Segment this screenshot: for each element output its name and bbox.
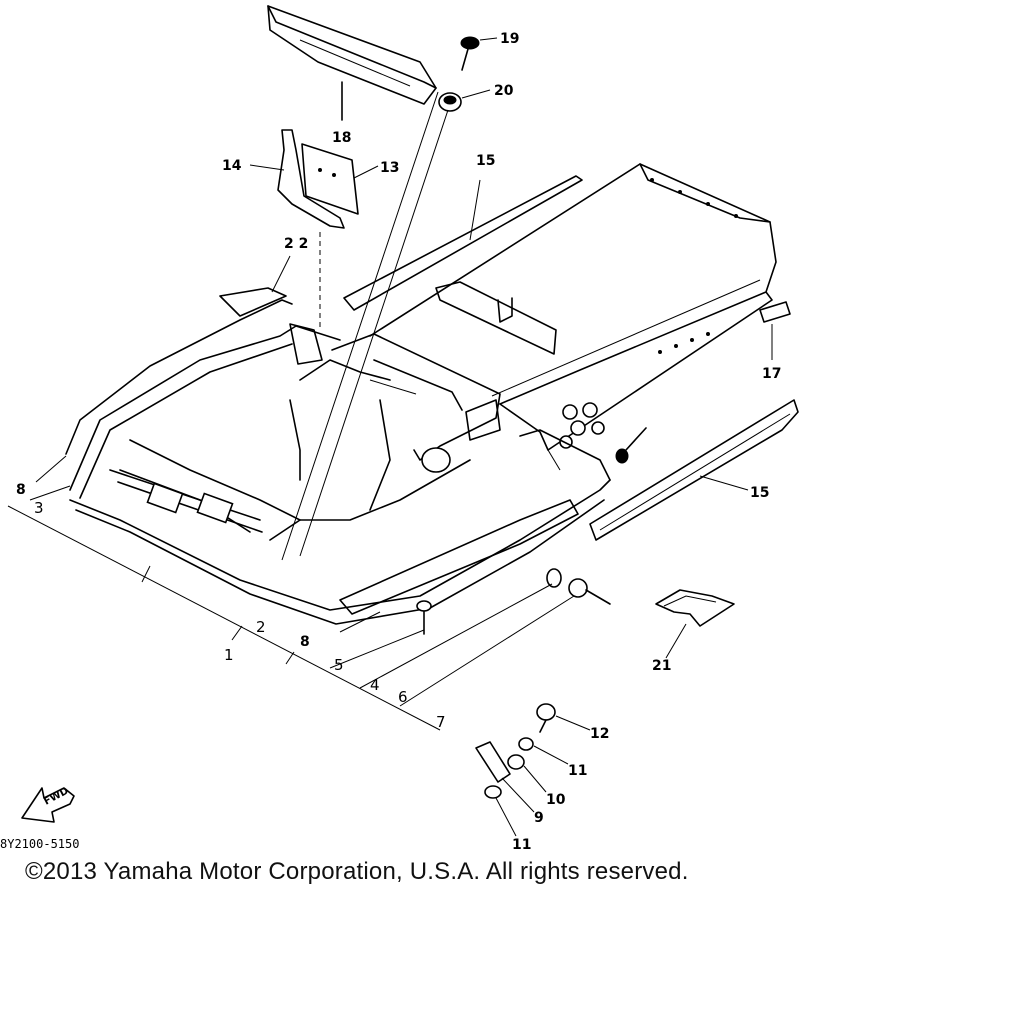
part-18-panel: [267, 5, 437, 121]
label-22: 2 2: [284, 236, 308, 252]
part-12-bolt: [536, 703, 556, 733]
frame-body: [65, 163, 777, 625]
label-14: 14: [222, 158, 242, 174]
leader-18a: [281, 91, 439, 561]
label-2: 2: [256, 618, 266, 636]
part-20-grommet: [438, 89, 491, 112]
fwd-label: FWD: [42, 786, 70, 808]
label-8-right: 8: [300, 634, 310, 650]
part-5-rivet: [416, 600, 432, 635]
label-1: 1: [224, 646, 234, 664]
label-11-top: 11: [568, 763, 587, 779]
label-10: 10: [546, 792, 566, 808]
label-7: 7: [436, 713, 446, 731]
part-4-washer: [546, 568, 562, 588]
fwd-arrow-icon: FWD: [21, 786, 75, 823]
part-6-bolt: [568, 578, 611, 605]
label-15: 15: [750, 485, 769, 501]
label-8-left: 8: [16, 482, 26, 498]
label-20: 20: [494, 83, 514, 99]
part-number: 8Y2100-5150: [0, 837, 79, 851]
part-13-plate: [301, 143, 379, 215]
label-12: 12: [590, 726, 609, 742]
dimension-lines: [7, 455, 575, 731]
label-15-top: 15: [476, 153, 495, 169]
copyright-notice: ©2013 Yamaha Motor Corporation, U.S.A. A…: [25, 858, 689, 885]
part-11-washer-top: [518, 737, 534, 751]
part-21-mudflap: [655, 589, 735, 627]
label-19: 19: [500, 31, 519, 47]
part-11-washer-bottom: [484, 785, 502, 799]
part-17-label: [759, 301, 791, 360]
label-17: 17: [762, 366, 781, 382]
label-6: 6: [398, 688, 408, 706]
part-10-nut: [507, 754, 525, 770]
part-14-trim: [249, 129, 345, 229]
part-19-screw: [460, 36, 498, 71]
label-4: 4: [370, 676, 380, 694]
label-3: 3: [34, 499, 44, 517]
part-16-rail: [343, 175, 583, 311]
screw-upper: [615, 427, 647, 464]
label-5: 5: [334, 656, 344, 674]
leaders-lower: [495, 623, 687, 837]
label-21: 21: [652, 658, 671, 674]
part-22-strip: [219, 255, 291, 317]
part-15-rail: [589, 399, 799, 541]
label-18: 18: [332, 130, 351, 146]
part-9-plate: [475, 741, 511, 783]
label-13: 13: [380, 160, 399, 176]
label-11-bottom: 11: [512, 837, 531, 853]
label-9: 9: [534, 810, 544, 826]
